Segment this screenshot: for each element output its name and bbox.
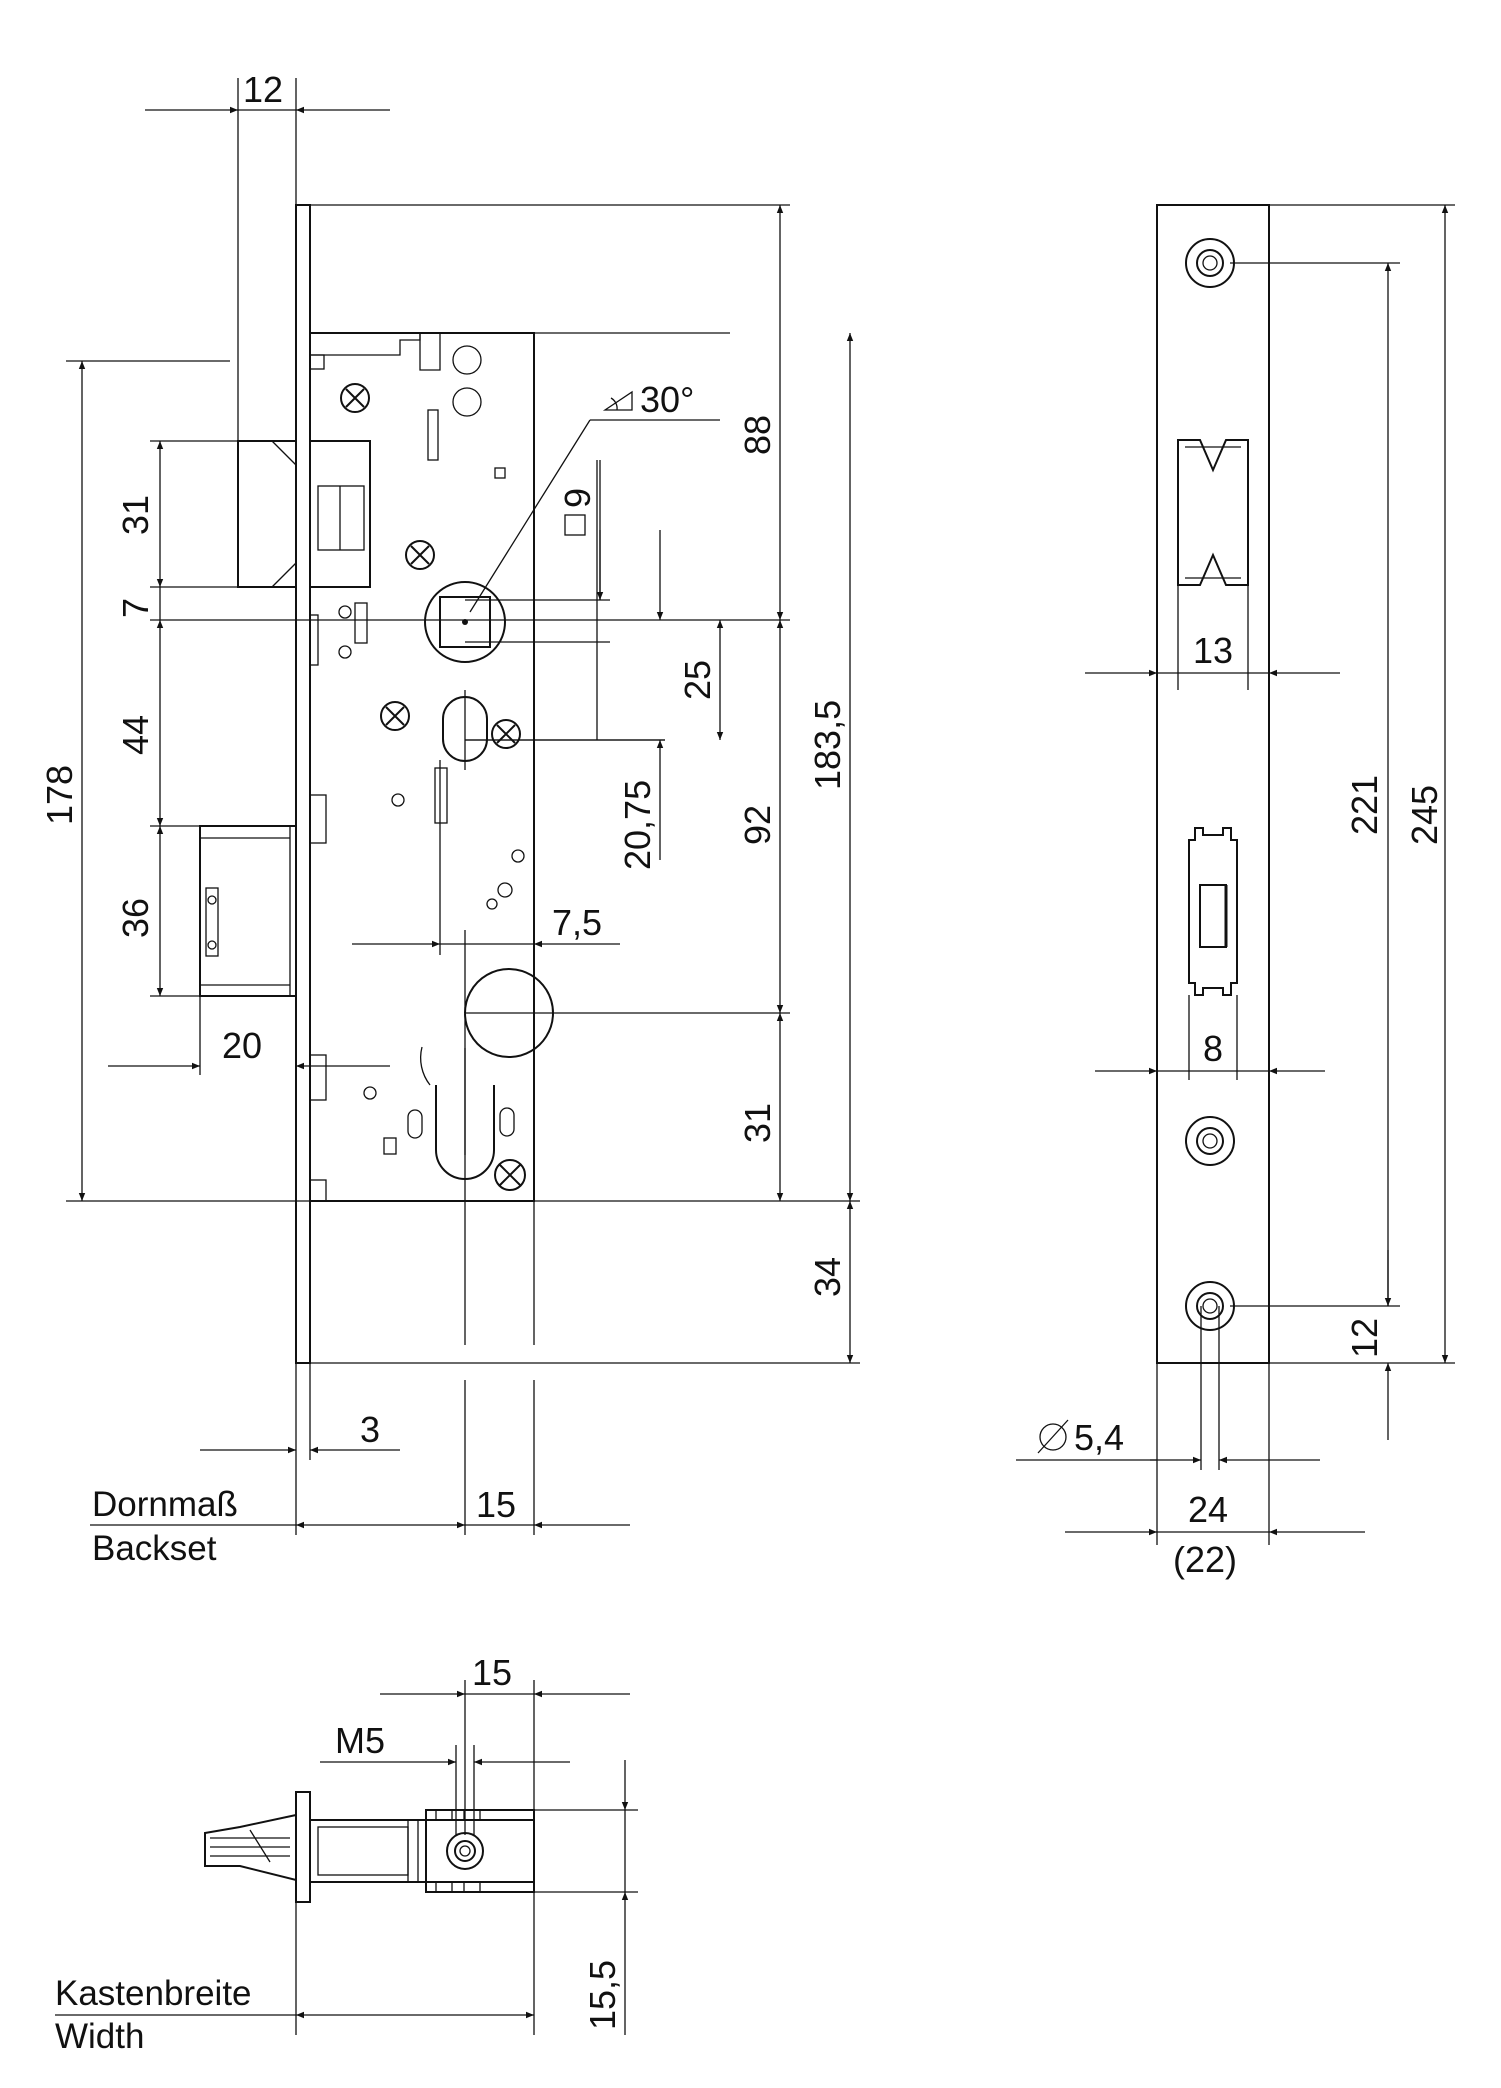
side-view: 15 M5 15,5 Kastenbreite Width — [55, 1652, 638, 2056]
dim-side-15-5: 15,5 — [582, 1960, 623, 2030]
faceplate-view: 13 8 221 245 12 5,4 24 (22) — [1016, 204, 1455, 1580]
front-dimension-lines — [78, 106, 854, 1529]
side-case-body — [309, 1819, 535, 1883]
case-screws — [340, 383, 526, 1191]
dim-34: 34 — [807, 1257, 848, 1297]
dim-faceplate-245: 245 — [1404, 785, 1445, 845]
dim-92: 92 — [737, 805, 778, 845]
label-box-width-de: Kastenbreite — [55, 1974, 252, 2013]
label-backset-de: Dornmaß — [92, 1485, 238, 1524]
latch-opening — [1177, 439, 1249, 586]
label-box-width-en: Width — [55, 2017, 144, 2056]
dim-44: 44 — [115, 715, 156, 755]
case-pins — [309, 345, 525, 1202]
dim-31-lower: 31 — [737, 1103, 778, 1143]
dim-20: 20 — [222, 1025, 262, 1066]
faceplate-screw-holes — [1185, 238, 1235, 1331]
dim-7: 7 — [115, 598, 156, 618]
angle-annotation: 30° — [602, 379, 694, 420]
dim-side-15: 15 — [472, 1652, 512, 1693]
dim-faceplate-24: 24 — [1188, 1489, 1228, 1530]
follower-square-hole — [424, 581, 506, 663]
dim-15-front: 15 — [476, 1484, 516, 1525]
dead-bolt — [199, 794, 327, 997]
dim-thread-m5: M5 — [335, 1720, 385, 1761]
dim-diameter-5-4: 5,4 — [1074, 1417, 1124, 1458]
deadbolt-opening — [1188, 827, 1238, 996]
faceplate-dimension-lines — [1016, 205, 1449, 1536]
dim-36: 36 — [115, 898, 156, 938]
dim-3: 3 — [360, 1409, 380, 1450]
dim-20-75: 20,75 — [617, 780, 658, 870]
dim-25: 25 — [677, 660, 718, 700]
side-m5-screw — [446, 1832, 484, 1870]
dim-88: 88 — [737, 415, 778, 455]
dim-31-upper: 31 — [115, 495, 156, 535]
label-backset-en: Backset — [92, 1529, 217, 1568]
cylinder-profile-hole — [435, 968, 554, 1180]
dim-183-5: 183,5 — [807, 700, 848, 790]
front-view: 12 88 183,5 178 31 7 44 36 20 92 31 34 2… — [39, 69, 860, 1568]
square-annotation: 9 — [557, 488, 598, 536]
dim-angle-30: 30° — [640, 379, 694, 420]
side-dimension-lines — [55, 1690, 630, 2035]
faceplate-outline — [1156, 204, 1270, 1364]
dim-12-top: 12 — [243, 69, 283, 110]
side-forend-plate — [295, 1791, 311, 1903]
latch-bolt — [237, 440, 371, 588]
diameter-annotation: 5,4 — [1037, 1417, 1124, 1458]
side-latch-tip — [204, 1813, 297, 1882]
dim-faceplate-8: 8 — [1203, 1028, 1223, 1069]
front-construction-lines — [66, 78, 860, 1535]
dim-7-5: 7,5 — [552, 902, 602, 943]
faceplate-construction-lines — [1156, 204, 1455, 1545]
dim-faceplate-221: 221 — [1344, 775, 1385, 835]
forend-plate — [295, 204, 311, 1364]
dim-178: 178 — [39, 765, 80, 825]
dim-faceplate-13: 13 — [1193, 630, 1233, 671]
dim-faceplate-22: (22) — [1173, 1539, 1237, 1580]
dim-faceplate-12: 12 — [1344, 1318, 1385, 1358]
dim-square-9: 9 — [557, 488, 598, 508]
